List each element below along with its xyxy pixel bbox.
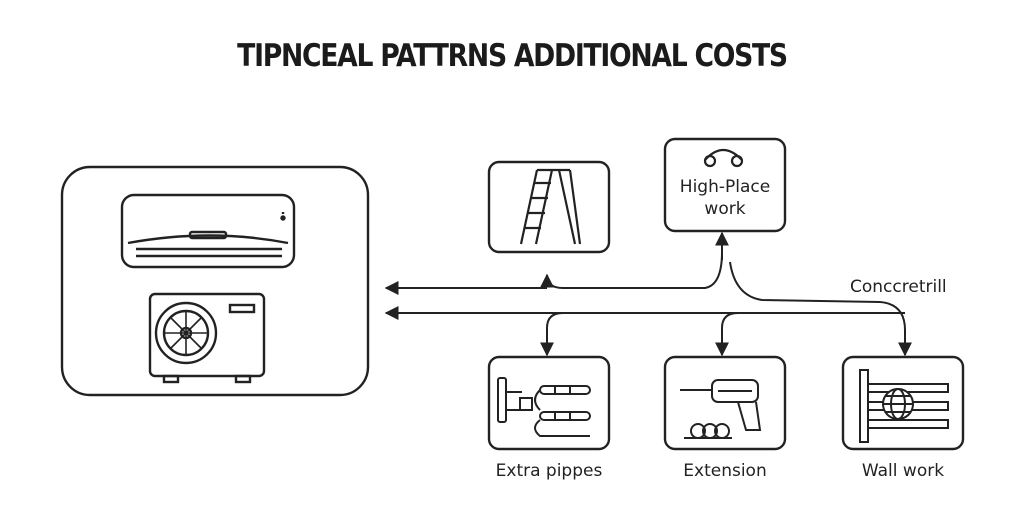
- arrow-to-ac-upper: [540, 251, 723, 289]
- pulley-icon: [703, 148, 744, 168]
- arrow-to-wall-work: [729, 261, 912, 357]
- connector-lines: [384, 231, 912, 357]
- wall-work-box: [841, 355, 965, 451]
- wall-globe-icon: [859, 369, 949, 443]
- ladder-box: [487, 160, 611, 254]
- wall-work-label: Wall work: [861, 461, 945, 481]
- high-place-line2: work: [704, 199, 746, 219]
- arrow-to-extra-pipes: [540, 312, 564, 357]
- outdoor-unit-icon: [148, 292, 266, 384]
- extra-pipes-box: [487, 355, 611, 451]
- drill-icon: [680, 379, 762, 439]
- indoor-unit-icon: [120, 193, 296, 269]
- pipes-icon: [497, 377, 591, 437]
- high-place-line1: High-Place: [679, 177, 771, 197]
- diagram-title: TIPNCEAL PATTRNS ADDITIONAL COSTS: [237, 38, 788, 74]
- high-place-box: [663, 137, 787, 233]
- high-place-label: High-Place work: [665, 176, 785, 220]
- annotation-label: Conccretrill: [850, 277, 947, 297]
- arrow-to-extension: [715, 312, 739, 357]
- ladder-icon: [519, 168, 582, 245]
- extension-box: [663, 355, 787, 451]
- extra-pipes-label: Extra pippes: [495, 461, 603, 481]
- extension-label: Extension: [683, 461, 767, 481]
- ac-unit-panel: [60, 165, 370, 397]
